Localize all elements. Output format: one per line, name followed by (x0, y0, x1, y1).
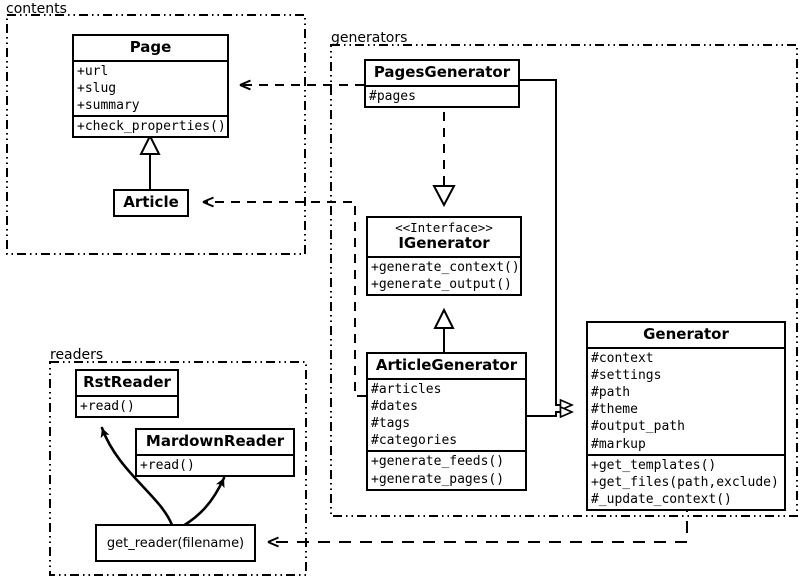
package-label-contents: contents (6, 1, 67, 17)
contents-package-frame (6, 14, 306, 255)
class-title-pages-generator: PagesGenerator (373, 63, 511, 81)
class-methods-rst-reader: +read() (77, 394, 177, 416)
attribute-context: #context (591, 350, 654, 366)
package-label-readers: readers (50, 347, 104, 363)
generalization-articlegenerator-to-igenerator (433, 307, 455, 352)
class-methods-article-generator: +generate_feeds() +generate_pages() (368, 450, 525, 488)
method-get-templates: +get_templates() (591, 457, 717, 473)
class-title-article: Article (123, 193, 179, 211)
class-methods-mardown-reader: +read() (137, 453, 293, 475)
class-methods-generator: +get_templates() +get_files(path,exclude… (588, 453, 784, 509)
realization-pagesgenerator-to-igenerator (432, 112, 456, 208)
class-attributes-generator: #context #settings #path #theme #output_… (588, 346, 784, 454)
method-generate-output: +generate_output() (371, 277, 512, 293)
association-get-reader-to-rstreader (100, 426, 174, 527)
method-generate-pages: +generate_pages() (371, 471, 505, 487)
class-title-igenerator: <<Interface>> IGenerator (368, 218, 520, 256)
method-read-rst: +read() (80, 398, 135, 414)
class-name-igenerator: IGenerator (398, 234, 490, 253)
class-attributes-page: +url +slug +summary (74, 59, 227, 115)
function-label-get-reader: get_reader(filename) (106, 535, 245, 551)
attribute-dates: #dates (371, 398, 418, 414)
class-attributes-pages-generator: #pages (366, 84, 518, 106)
generalization-article-to-page (139, 133, 161, 190)
function-box-get-reader[interactable]: get_reader(filename) (95, 524, 256, 562)
attribute-path: #path (591, 385, 631, 401)
association-get-reader-to-mardownreader (181, 476, 226, 528)
class-title-generator: Generator (643, 325, 729, 343)
generalization-articlegenerator-to-generator (527, 412, 572, 416)
package-label-generators: generators (331, 30, 408, 46)
class-title-rst-reader: RstReader (83, 373, 171, 391)
class-box-article-generator[interactable]: ArticleGenerator #articles #dates #tags … (366, 352, 527, 491)
class-title-mardown-reader: MardownReader (145, 432, 285, 450)
class-methods-igenerator: +generate_context() +generate_output() (368, 256, 520, 294)
dependency-generator-to-get-reader (267, 500, 688, 548)
attribute-pages: #pages (369, 88, 416, 104)
attribute-settings: #settings (591, 367, 662, 383)
class-attributes-article-generator: #articles #dates #tags #categories (368, 377, 525, 451)
class-box-generator[interactable]: Generator #context #settings #path #them… (586, 321, 786, 512)
class-box-rst-reader[interactable]: RstReader +read() (75, 369, 179, 418)
method-check-properties: +check_properties() (77, 119, 226, 135)
class-title-page: Page (129, 38, 172, 56)
attribute-articles: #articles (371, 381, 442, 397)
dependency-articlegenerator-to-article (202, 196, 366, 397)
attribute-url: +url (77, 63, 109, 79)
class-box-igenerator[interactable]: <<Interface>> IGenerator +generate_conte… (366, 216, 522, 297)
class-box-page[interactable]: Page +url +slug +summary +check_properti… (72, 34, 229, 139)
method-get-files: +get_files(path,exclude) (591, 474, 779, 490)
class-methods-page: +check_properties() (74, 115, 227, 136)
attribute-summary: +summary (77, 98, 140, 114)
attribute-output-path: #output_path (591, 419, 685, 435)
attribute-markup: #markup (591, 436, 646, 452)
generators-package-frame (330, 44, 798, 517)
attribute-tags: #tags (371, 416, 411, 432)
method-generate-feeds: +generate_feeds() (371, 454, 505, 470)
method-generate-context: +generate_context() (371, 260, 520, 276)
method-read-mardown: +read() (140, 457, 195, 473)
generalization-pagesgenerator-to-generator (520, 79, 572, 405)
attribute-categories: #categories (371, 433, 458, 449)
class-box-mardown-reader[interactable]: MardownReader +read() (135, 428, 295, 477)
class-title-article-generator: ArticleGenerator (375, 356, 518, 374)
method-update-context: #_update_context() (591, 492, 732, 508)
attribute-theme: #theme (591, 402, 638, 418)
attribute-slug: +slug (77, 80, 117, 96)
class-box-article[interactable]: Article (113, 189, 189, 217)
readers-package-frame (49, 361, 307, 576)
class-box-pages-generator[interactable]: PagesGenerator #pages (364, 59, 520, 108)
stereotype-interface: <<Interface>> (395, 220, 493, 235)
